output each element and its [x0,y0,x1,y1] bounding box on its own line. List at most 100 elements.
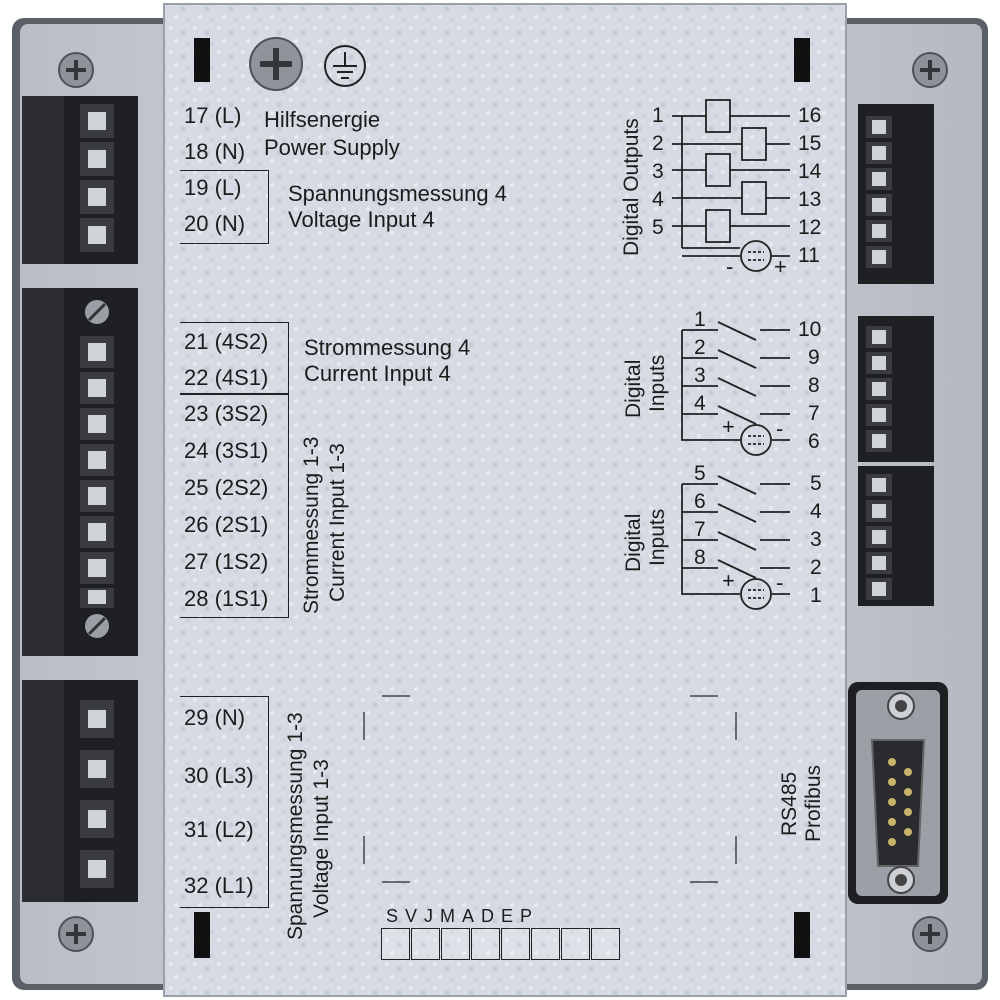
terminal-23-label: 23 (3S2) [184,401,269,426]
do-minus: - [726,254,734,279]
terminal-22-label: 22 (4S1) [184,365,269,390]
terminal-block-current [22,288,138,656]
di-b-7: 7 [694,518,706,541]
dip-switch-row [381,928,620,960]
current4-label-en: Current Input 4 [304,361,451,386]
terminal-block-digital-inputs [858,316,934,606]
di-a-right-8: 8 [808,374,820,397]
do-left-3: 3 [652,160,664,183]
do-right-16: 16 [798,104,822,127]
do-plus: + [774,254,787,279]
di-a-right-6: 6 [808,430,820,453]
voltage4-label-de: Spannungsmessung 4 [288,181,507,206]
screw-icon [58,916,94,952]
digital-inputs-b-title-2: Inputs [646,508,669,566]
terminal-17-label: 17 (L) [184,103,242,128]
current13-label-en: Current Input 1-3 [326,443,349,602]
screw-icon [912,916,948,952]
current13-label-de: Strommessung 1-3 [300,436,323,614]
di-a-minus: - [776,416,784,441]
terminal-25-label: 25 (2S2) [184,475,269,500]
ground-symbol-icon [324,45,366,87]
di-a-right-10: 10 [798,318,822,341]
terminal-19-label: 19 (L) [184,175,242,200]
digital-inputs-a-title-1: Digital [622,359,645,418]
dip-switch-a[interactable] [501,928,530,960]
di-a-plus: + [722,414,735,439]
voltage13-label-de: Spannungsmessung 1-3 [284,712,307,940]
digital-outputs-title: Digital Outputs [620,118,643,256]
do-left-1: 1 [652,104,664,127]
dip-switch-p[interactable] [591,928,620,960]
terminal-32-label: 32 (L1) [184,873,254,898]
dip-switch-v[interactable] [411,928,440,960]
screw-icon [58,52,94,88]
digital-outputs-schematic [672,99,790,272]
digital-inputs-b-title-1: Digital [622,513,645,572]
terminal-20-label: 20 (N) [184,211,246,236]
terminal-26-label: 26 (2S1) [184,512,269,537]
do-right-13: 13 [798,188,822,211]
digital-inputs-a-schematic [681,321,790,456]
terminal-28-label: 28 (1S1) [184,586,269,611]
di-b-6: 6 [694,490,706,513]
di-b-right-3: 3 [810,528,822,551]
di-b-8: 8 [694,546,706,569]
earth-screw-icon [249,37,303,91]
do-right-15: 15 [798,132,822,155]
di-a-right-9: 9 [808,346,820,369]
di-b-right-4: 4 [810,500,822,523]
do-right-14: 14 [798,160,822,183]
dip-switch-j[interactable] [441,928,470,960]
terminal-24-label: 24 (3S1) [184,438,269,463]
di-a-2: 2 [694,336,706,359]
rs485-label: RS485 [778,771,801,836]
current4-bracket [180,322,289,394]
dsub-connector-icon [848,682,948,904]
di-b-right-1: 1 [810,584,822,607]
terminal-30-label: 30 (L3) [184,763,254,788]
digital-inputs-a-title-2: Inputs [646,354,669,412]
terminal-21-label: 21 (4S2) [184,329,269,354]
screw-icon [912,52,948,88]
voltage4-label-en: Voltage Input 4 [288,207,435,232]
power-label-de: Hilfsenergie [264,107,381,132]
di-b-minus: - [776,570,784,595]
terminal-31-label: 31 (L2) [184,817,254,842]
dip-switch-s[interactable] [381,928,410,960]
terminal-block-digital-outputs [858,104,934,284]
di-b-right-2: 2 [810,556,822,579]
dip-switch-d[interactable] [531,928,560,960]
crop-marks [363,695,737,883]
do-right-12: 12 [798,216,822,239]
profibus-label: Profibus [802,764,825,842]
di-b-plus: + [722,568,735,593]
terminal-block-voltage [22,680,138,902]
current13-bracket [180,394,289,618]
do-left-2: 2 [652,132,664,155]
dip-switch-m[interactable] [471,928,500,960]
slot-marks [194,38,810,958]
di-a-3: 3 [694,364,706,387]
di-b-right-5: 5 [810,472,822,495]
dip-switch-labels: SVJMADEP [386,906,540,926]
voltage13-label-en: Voltage Input 1-3 [310,759,333,918]
voltage13-bracket [180,696,269,908]
di-a-right-7: 7 [808,402,820,425]
terminal-29-label: 29 (N) [184,705,246,730]
current4-label-de: Strommessung 4 [304,335,471,360]
di-b-5: 5 [694,462,706,485]
do-left-5: 5 [652,216,664,239]
power-label-en: Power Supply [264,135,400,160]
dip-switch-e[interactable] [561,928,590,960]
voltage4-bracket [180,170,269,244]
digital-inputs-b-schematic [681,475,790,610]
terminal-block-power [22,96,138,264]
do-left-4: 4 [652,188,664,211]
do-right-11: 11 [798,244,820,267]
terminal-27-label: 27 (1S2) [184,549,269,574]
di-a-4: 4 [694,392,706,415]
di-a-1: 1 [694,308,706,331]
